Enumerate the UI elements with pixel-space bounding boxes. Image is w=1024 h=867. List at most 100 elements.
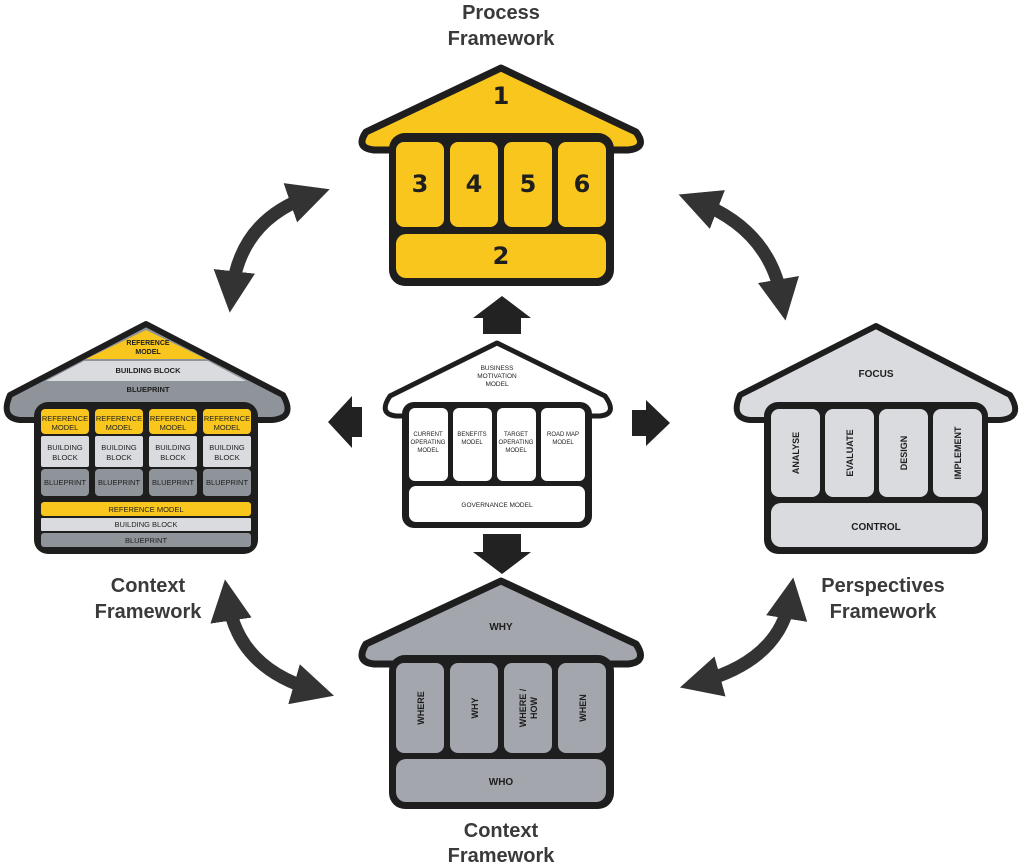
process-pillar-3 xyxy=(396,142,444,227)
process-pillar-label: 3 xyxy=(412,170,429,198)
left-pillar-1 xyxy=(41,409,89,496)
process-base xyxy=(396,234,606,278)
process-pillar-label: 4 xyxy=(466,170,483,198)
center-base xyxy=(409,486,585,522)
left-roof-layer-reference xyxy=(86,330,206,359)
left-pillar-label: BLUEPRINT xyxy=(98,478,141,487)
bottom-pillar-label: WHY xyxy=(470,698,480,719)
bottom-pillar-label: WHERE / xyxy=(518,688,528,727)
perspectives-roof-label: FOCUS xyxy=(859,369,894,380)
left-pillar-label: BUILDING xyxy=(101,443,137,452)
left-pillar-label: MODEL xyxy=(106,423,133,432)
left-roof-layer-building xyxy=(46,361,246,381)
left-pillar-label: MODEL xyxy=(52,423,79,432)
process-roof-label: 1 xyxy=(493,82,510,110)
curved-double-arrow-icon xyxy=(678,190,799,321)
perspectives-pillar-label: DESIGN xyxy=(899,436,909,471)
perspectives-base xyxy=(771,503,982,547)
left-base-layer-label: BLUEPRINT xyxy=(125,536,168,545)
left-base-layer-blueprint xyxy=(41,533,251,547)
bottom-pillar-where xyxy=(396,663,444,753)
center-pillar-roadmap xyxy=(541,408,585,481)
process-framework: Process Framework 1 3 4 5 6 2 xyxy=(358,2,644,286)
context-framework-left: REFERENCE MODEL BUILDING BLOCK BLUEPRINT… xyxy=(3,321,291,623)
left-roof-layer-label: BUILDING BLOCK xyxy=(116,366,182,375)
perspectives-pillar-design xyxy=(879,409,928,497)
bottom-context-title-line1: Context xyxy=(464,820,539,842)
bottom-pillar-label: HOW xyxy=(529,697,539,720)
left-roof-layer-label: BLUEPRINT xyxy=(127,385,170,394)
perspectives-title-line1: Perspectives xyxy=(821,575,944,597)
perspectives-base-label: CONTROL xyxy=(851,522,900,533)
center-pillar-label: BENEFITS xyxy=(457,432,486,438)
arrow-left-icon xyxy=(328,396,362,448)
left-pillar-label: BUILDING xyxy=(155,443,191,452)
process-base-label: 2 xyxy=(493,242,510,270)
perspectives-framework: FOCUS ANALYSE EVALUATE DESIGN IMPLEMENT … xyxy=(733,323,1019,623)
left-base-layer-label: REFERENCE MODEL xyxy=(108,505,183,514)
left-pillar-4 xyxy=(203,409,251,496)
process-pillar-label: 6 xyxy=(574,170,591,198)
center-pillar-label: MODEL xyxy=(505,448,527,454)
left-pillar-label: BUILDING xyxy=(209,443,245,452)
bottom-context-roof-label: WHY xyxy=(489,622,513,633)
center-pillar-current xyxy=(409,408,448,481)
perspectives-pillar-label: ANALYSE xyxy=(791,432,801,474)
left-pillar-label: BLUEPRINT xyxy=(44,478,87,487)
cycle-arrows xyxy=(210,183,808,705)
arrow-right-icon xyxy=(632,400,670,446)
process-pillar-5 xyxy=(504,142,552,227)
process-pillar-label: 5 xyxy=(520,170,537,198)
left-pillar-3 xyxy=(149,409,197,496)
bottom-pillar-why xyxy=(450,663,498,753)
left-pillar-label: BLOCK xyxy=(52,453,77,462)
perspectives-title-line2: Framework xyxy=(830,601,938,623)
left-base-layer-reference xyxy=(41,502,251,516)
process-framework-title-line2: Framework xyxy=(448,28,556,50)
arrow-up-icon xyxy=(473,296,531,334)
center-roof-label: MODEL xyxy=(485,381,509,388)
left-pillar-label: BLOCK xyxy=(214,453,239,462)
left-pillar-label: MODEL xyxy=(214,423,241,432)
center-roof-label: MOTIVATION xyxy=(477,373,517,380)
perspectives-pillar-evaluate xyxy=(825,409,874,497)
center-pillar-label: CURRENT xyxy=(413,432,443,438)
left-context-title-line2: Framework xyxy=(95,601,203,623)
center-pillar-label: MODEL xyxy=(417,448,439,454)
left-pillar-label: REFERENCE xyxy=(42,414,88,423)
left-base-layer-building xyxy=(41,518,251,531)
left-pillar-label: REFERENCE xyxy=(204,414,250,423)
center-pillar-target xyxy=(497,408,536,481)
left-roof-layer-label: REFERENCE xyxy=(126,340,170,347)
left-pillar-label: MODEL xyxy=(160,423,187,432)
center-pillar-label: TARGET xyxy=(504,432,528,438)
bottom-pillar-label: WHEN xyxy=(578,694,588,722)
process-pillar-4 xyxy=(450,142,498,227)
bottom-pillar-label: WHERE xyxy=(416,691,426,725)
center-roof-label: BUSINESS xyxy=(481,365,515,372)
center-pillar-label: OPERATING xyxy=(499,440,534,446)
center-arrows xyxy=(328,296,670,574)
bottom-pillar-when xyxy=(558,663,606,753)
left-pillar-label: REFERENCE xyxy=(150,414,196,423)
curved-double-arrow-icon xyxy=(679,577,808,697)
process-pillar-6 xyxy=(558,142,606,227)
bottom-context-base-label: WHO xyxy=(489,777,514,788)
left-pillar-2 xyxy=(95,409,143,496)
arrow-down-icon xyxy=(473,534,531,574)
perspectives-pillar-implement xyxy=(933,409,982,497)
left-pillar-label: BUILDING xyxy=(47,443,83,452)
left-pillar-label: BLUEPRINT xyxy=(152,478,195,487)
left-base-layer-label: BUILDING BLOCK xyxy=(115,520,178,529)
center-base-label: GOVERNANCE MODEL xyxy=(461,502,533,509)
left-context-title-line1: Context xyxy=(111,575,186,597)
center-pillar-label: ROAD MAP xyxy=(547,432,579,438)
curved-double-arrow-icon xyxy=(210,579,334,705)
left-pillar-label: BLOCK xyxy=(106,453,131,462)
bottom-context-title-line2: Framework xyxy=(448,845,556,867)
bottom-pillar-where-how xyxy=(504,663,552,753)
center-pillar-label: OPERATING xyxy=(411,440,446,446)
left-pillar-label: REFERENCE xyxy=(96,414,142,423)
left-pillar-label: BLUEPRINT xyxy=(206,478,249,487)
